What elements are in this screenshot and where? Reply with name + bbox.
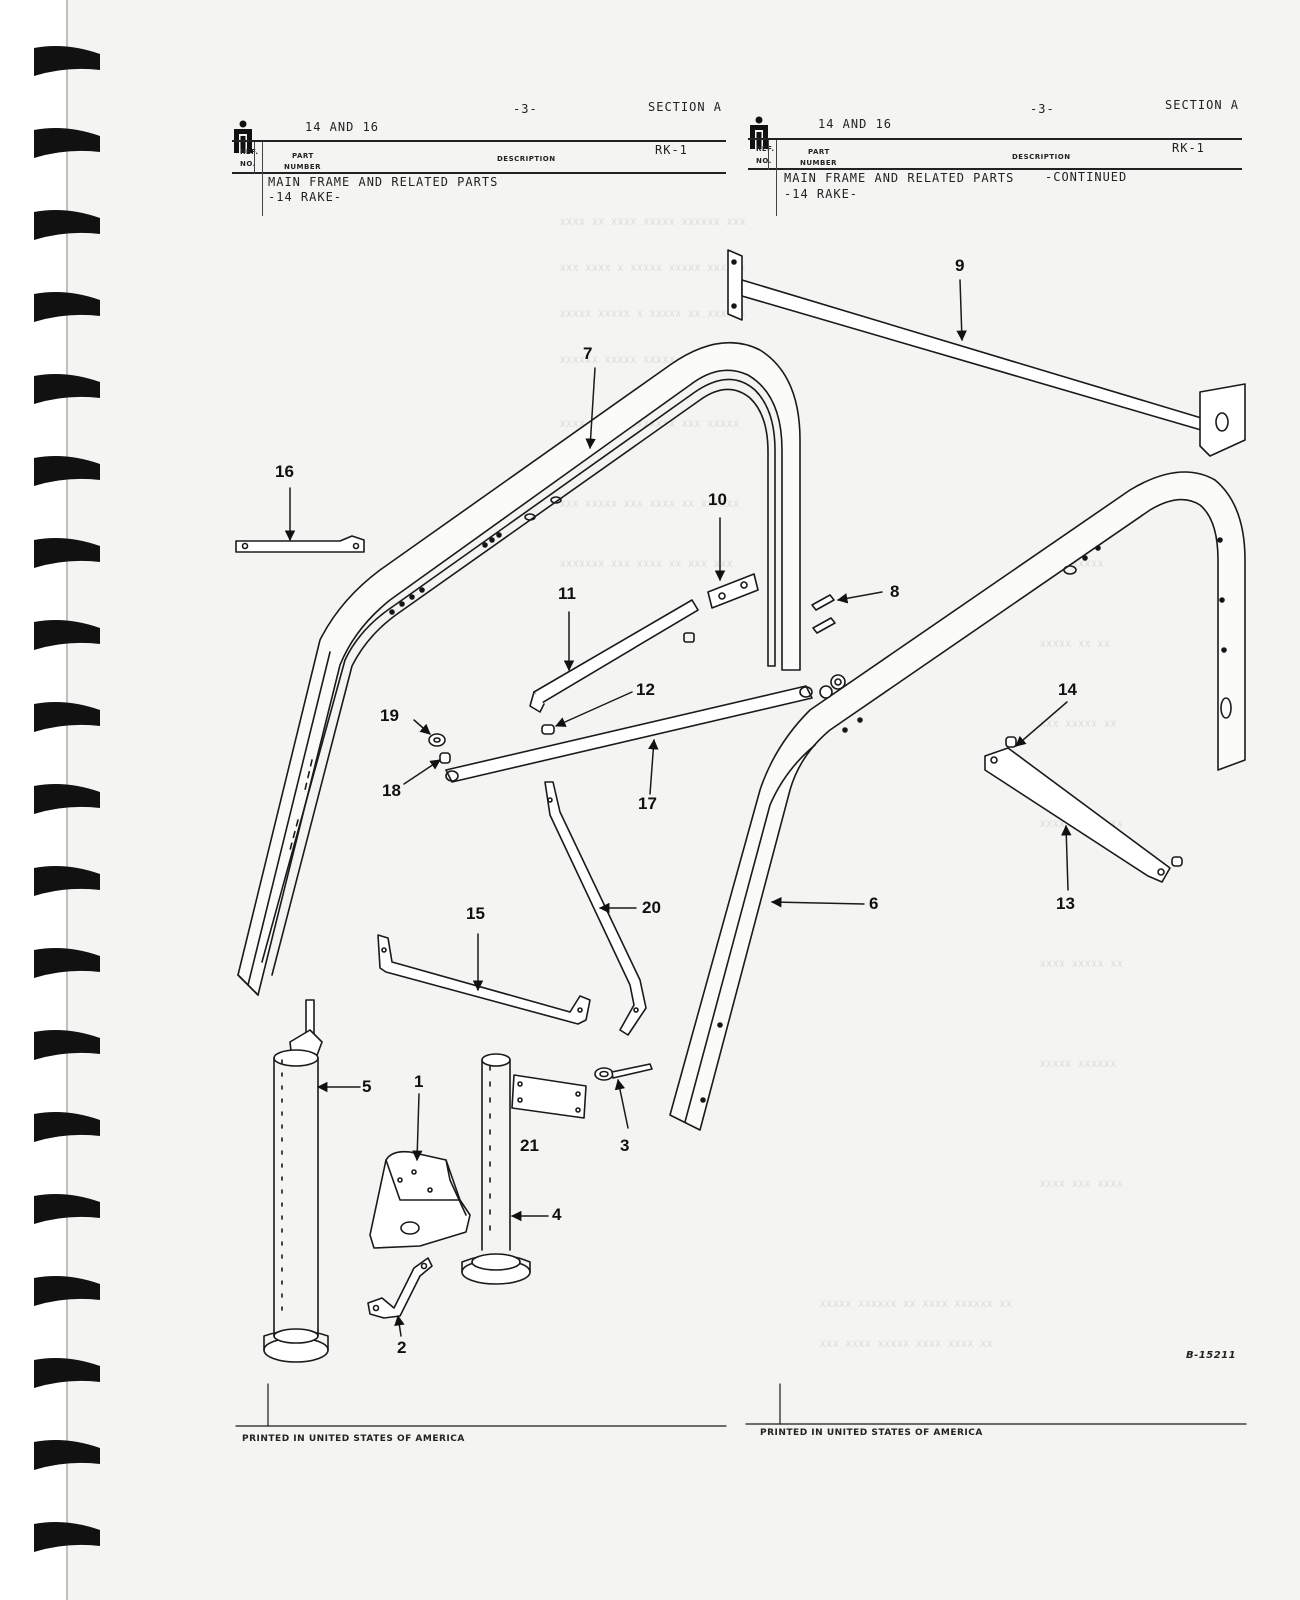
section-title: MAIN FRAME AND RELATED PARTS [784,171,1015,185]
binding-ring [34,46,100,76]
binding-ring [34,1358,100,1388]
binding-ring [34,620,100,650]
section-title: MAIN FRAME AND RELATED PARTS [268,175,499,189]
binding-ring [34,374,100,404]
callout-2: 2 [397,1338,407,1357]
callout-8: 8 [890,582,900,601]
callout-7: 7 [583,344,593,363]
col-number: NUMBER [800,159,838,167]
callout-1: 1 [414,1072,424,1091]
code-label: RK-1 [655,143,688,157]
page-number: -3- [1030,102,1055,116]
callout-20: 20 [642,898,661,917]
binding-ring [34,538,100,568]
part-5-jack-stand [263,999,329,1363]
binding-ring [34,128,100,158]
binding-ring [34,210,100,240]
part-4-post [461,1053,531,1285]
col-description: DESCRIPTION [1012,153,1071,161]
section-subtitle: -14 RAKE- [784,187,859,201]
code-label: RK-1 [1172,141,1205,155]
binding-ring [34,1276,100,1306]
part-8-pins [811,594,836,634]
callout-3: 3 [620,1136,630,1155]
part-18-bushing [439,752,451,764]
part-20-brace [544,781,647,1036]
header-rule [748,168,1242,170]
col-part: PART [808,148,830,156]
left-footer: PRINTED IN UNITED STATES OF AMERICA [242,1434,465,1444]
callout-12: 12 [636,680,655,699]
callout-16: 16 [275,462,294,481]
binding-ring [34,1522,100,1552]
binding-ring [34,456,100,486]
models-label: 14 AND 16 [818,117,893,131]
callout-21: 21 [520,1136,539,1155]
callout-11: 11 [558,584,576,603]
binding-ring [34,1440,100,1470]
col-no: NO. [240,160,256,168]
page-number: -3- [513,102,538,116]
footer-rules [235,1383,1247,1427]
callout-17: 17 [638,794,657,813]
binding-ring [34,948,100,978]
section-subtitle: -14 RAKE- [268,190,343,204]
binding-ring [34,1194,100,1224]
ih-logo-icon [750,116,768,149]
header-rule [232,172,726,174]
callout-10: 10 [708,490,727,509]
binding-ring [34,702,100,732]
callout-6: 6 [869,894,879,913]
binding-ring [34,292,100,322]
models-label: 14 AND 16 [305,120,380,134]
callout-18: 18 [382,781,401,800]
part-1-bracket [369,1150,471,1249]
col-no: NO. [756,157,772,165]
part-3-eye-bolt [594,1063,653,1081]
part-10-plate [707,573,759,609]
callout-5: 5 [362,1077,372,1096]
section-label: SECTION A [1165,98,1240,112]
col-ref: REF. [240,148,259,156]
part-9-crossbar [727,249,1246,457]
binding-ring [34,866,100,896]
part-2-strap [367,1257,433,1319]
col-description: DESCRIPTION [497,155,556,163]
part-17-link [445,674,846,783]
part-21-plate [511,1074,587,1119]
section-label: SECTION A [648,100,723,114]
figure-code: B-15211 [1186,1350,1237,1361]
binding-ring [34,1030,100,1060]
part-7-main-frame [237,341,801,996]
col-part: PART [292,152,314,160]
column-divider [776,140,777,216]
leader-lines [284,279,1072,1337]
part-12-bushing [541,724,555,735]
part-13-brace [984,747,1183,883]
section-title-continued: -CONTINUED [1045,170,1128,184]
part-16-bar [235,535,365,553]
column-divider [254,142,255,174]
callout-4: 4 [552,1205,562,1224]
binding-ring [34,784,100,814]
header-rule [232,140,726,142]
part-11-channel [529,599,699,713]
column-divider [262,142,263,216]
part-6-frame [669,471,1246,1131]
callout-9: 9 [955,256,965,275]
callout-13: 13 [1056,894,1075,913]
callout-19: 19 [380,706,399,725]
header-rule [748,138,1242,140]
part-19-washer [428,733,446,747]
col-ref: REF. [756,145,775,153]
column-divider [768,140,769,170]
right-footer: PRINTED IN UNITED STATES OF AMERICA [760,1428,983,1438]
part-14-bushing [1005,736,1017,748]
part-15-bar [377,934,591,1025]
col-number: NUMBER [284,163,322,171]
callout-14: 14 [1058,680,1077,699]
binding-ring [34,1112,100,1142]
callout-15: 15 [466,904,485,923]
